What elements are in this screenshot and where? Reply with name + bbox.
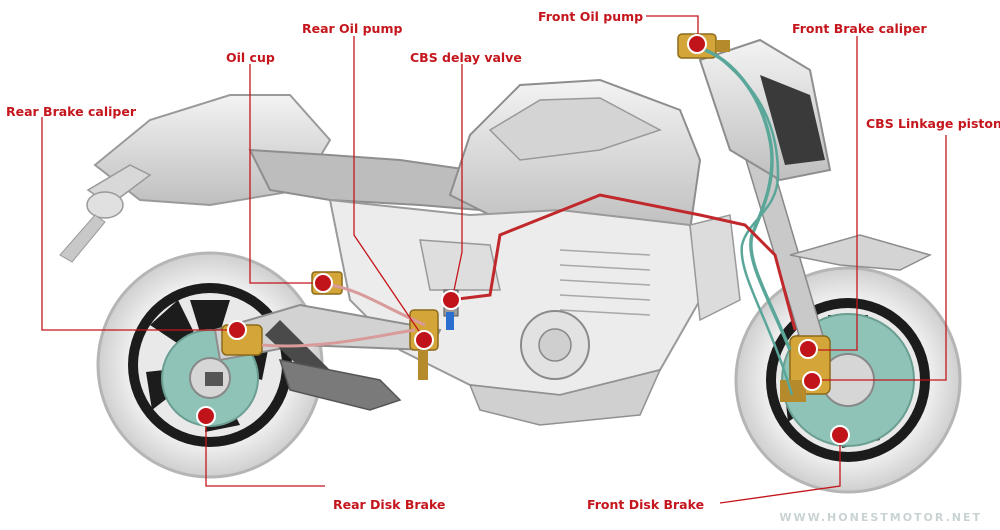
marker-front-disk-brake <box>830 425 850 445</box>
label-front-brake-caliper: Front Brake caliper <box>792 21 927 36</box>
label-rear-oil-pump: Rear Oil pump <box>302 21 403 36</box>
watermark: WWW.HONESTMOTOR.NET <box>779 511 982 524</box>
marker-oil-cup <box>313 273 333 293</box>
leader-lines <box>41 15 947 504</box>
marker-cbs-linkage-piston <box>802 371 822 391</box>
marker-front-brake-caliper <box>798 339 818 359</box>
markers <box>196 34 850 445</box>
label-oil-cup: Oil cup <box>226 50 275 65</box>
label-cbs-delay-valve: CBS delay valve <box>410 50 522 65</box>
marker-front-oil-pump <box>687 34 707 54</box>
label-cbs-linkage-piston: CBS Linkage piston <box>866 116 1000 131</box>
marker-cbs-delay-valve <box>441 290 461 310</box>
marker-rear-brake-caliper <box>227 320 247 340</box>
label-rear-brake-caliper: Rear Brake caliper <box>6 104 136 119</box>
label-front-disk-brake: Front Disk Brake <box>587 497 705 512</box>
oil-cup-line <box>329 283 426 327</box>
brake-lines <box>261 48 797 396</box>
label-front-oil-pump: Front Oil pump <box>538 9 644 24</box>
marker-rear-oil-pump <box>414 330 434 350</box>
label-rear-disk-brake: Rear Disk Brake <box>333 497 446 512</box>
rear-caliper-line <box>261 328 416 348</box>
marker-rear-disk-brake <box>196 406 216 426</box>
front-line-green-2 <box>719 57 794 396</box>
cbs-line-red <box>449 193 797 331</box>
